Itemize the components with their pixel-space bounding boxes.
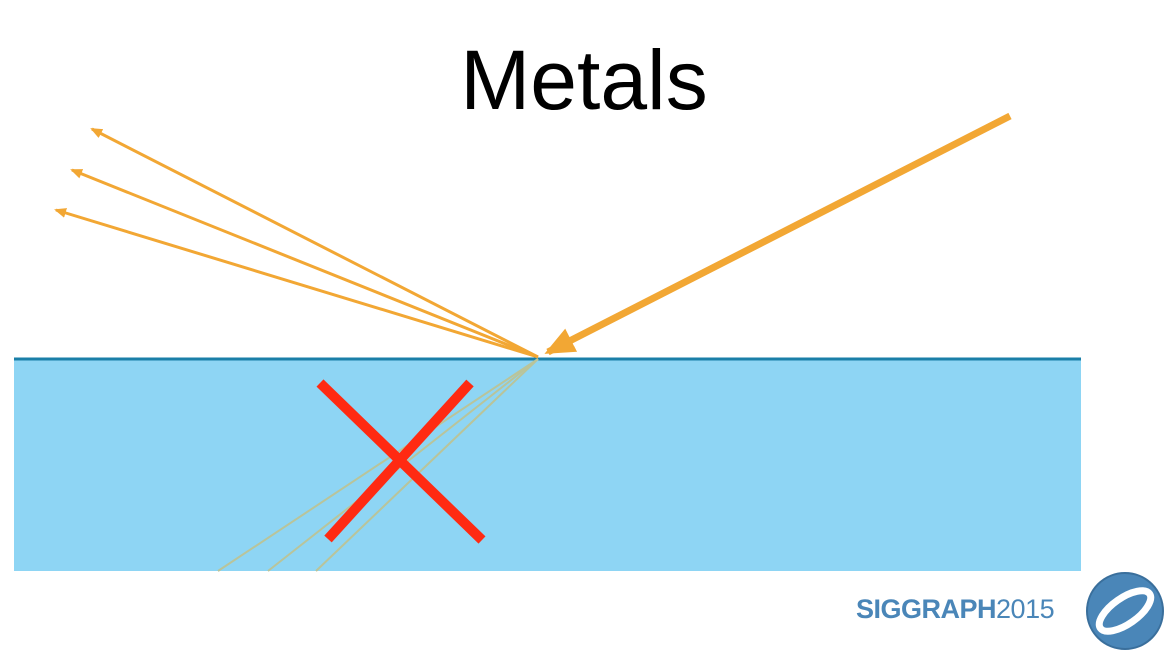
cross-mark <box>316 379 486 544</box>
metal-material-block <box>14 359 1081 571</box>
refracted-ray-1 <box>217 358 539 572</box>
siggraph-brand-text: SIGGRAPH2015 <box>856 592 1055 626</box>
reflected-rays <box>54 127 539 359</box>
brand-name: SIGGRAPH <box>856 594 997 624</box>
refracted-ray-3 <box>315 358 539 572</box>
slide-title: Metals <box>460 33 708 127</box>
incident-light-ray <box>544 112 1012 356</box>
cross-mark-stroke-2 <box>324 379 474 543</box>
reflected-ray-2 <box>70 168 539 359</box>
reflected-ray-1 <box>90 127 539 359</box>
reflected-ray-3 <box>54 208 539 359</box>
brand-year: 2015 <box>996 594 1055 624</box>
siggraph-logo-icon <box>1086 572 1164 650</box>
